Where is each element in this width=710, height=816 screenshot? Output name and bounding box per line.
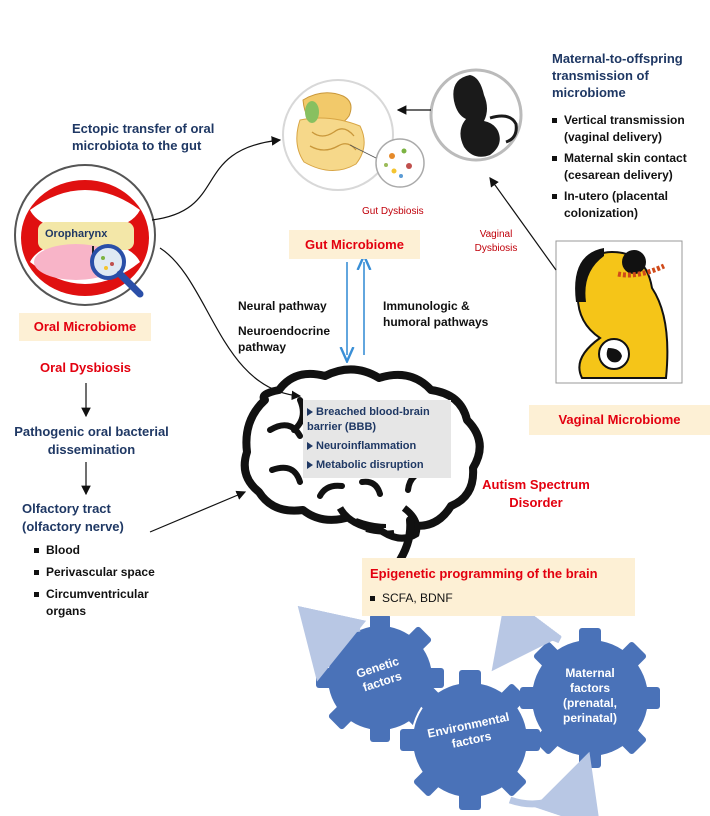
neural-pathway-label: Neural pathway <box>238 299 327 313</box>
gut-microbiome-box: Gut Microbiome <box>289 230 420 259</box>
vaginal-microbiome-box: Vaginal Microbiome <box>529 405 710 435</box>
fetus-illustration <box>429 68 523 162</box>
oropharynx-label: Oropharynx <box>45 228 108 240</box>
neuroendocrine-pathway-label: Neuroendocrine pathway <box>238 324 331 354</box>
ectopic-transfer-label: Ectopic transfer of oral microbiota to t… <box>72 121 215 153</box>
maternal-item: Maternal skin contact (cesarean delivery… <box>552 150 707 184</box>
epigenetic-box: Epigenetic programming of the brain SCFA… <box>362 558 635 616</box>
gear-maternal-label: Maternal factors (prenatal, perinatal) <box>562 666 617 725</box>
epigenetic-list: SCFA, BDNF <box>370 590 453 607</box>
olfactory-item: Circumventricular organs <box>34 586 174 620</box>
pathogenic-dissemination-label: Pathogenic oral bacterial dissemination <box>14 424 169 457</box>
oral-microbiome-box: Oral Microbiome <box>19 313 151 341</box>
gut-illustration <box>282 79 425 191</box>
olfactory-tract-label: Olfactory tract (olfactory nerve) <box>22 501 124 534</box>
maternal-item: Vertical transmission (vaginal delivery) <box>552 112 707 146</box>
gut-dysbiosis-label: Gut Dysbiosis <box>362 206 424 217</box>
gears-group <box>297 594 660 816</box>
maternal-transmission-title: Maternal-to-offspring transmission of mi… <box>552 51 683 100</box>
mouth-illustration <box>14 164 156 306</box>
brain-effect-text: Neuroinflammation <box>316 440 417 452</box>
autism-label: Autism Spectrum Disorder <box>482 477 590 510</box>
brain-effect-item: Neuroinflammation <box>307 439 447 454</box>
gear-cycle-arrow-bottom <box>508 751 601 816</box>
olfactory-routes-list: Blood Perivascular space Circumventricul… <box>34 542 174 620</box>
brain-effect-text: Metabolic disruption <box>316 459 424 471</box>
vaginal-dysbiosis-label: Vaginal Dysbiosis <box>474 229 518 254</box>
epigenetic-title: Epigenetic programming of the brain <box>370 566 598 581</box>
gear-cycle-arrow-left <box>297 605 367 682</box>
maternal-transmission-list: Vertical transmission (vaginal delivery)… <box>552 112 707 222</box>
maternal-item: In-utero (placental colonization) <box>552 188 707 222</box>
brain-effects-box: Breached blood-brain barrier (BBB) Neuro… <box>303 400 451 478</box>
epigenetic-item: SCFA, BDNF <box>370 590 453 607</box>
olfactory-item: Blood <box>34 542 174 559</box>
brain-effect-text: Breached blood-brain barrier (BBB) <box>307 406 430 433</box>
brain-effect-item: Metabolic disruption <box>307 458 447 473</box>
gear-cycle-arrow-top <box>491 594 562 672</box>
oral-dysbiosis-label: Oral Dysbiosis <box>40 360 132 375</box>
ectopic-arrow <box>151 136 282 221</box>
oral-to-brain-arrow <box>159 247 302 401</box>
brain-effect-item: Breached blood-brain barrier (BBB) <box>307 405 447 435</box>
pregnant-woman-illustration <box>555 240 683 384</box>
gear-environmental <box>400 670 540 810</box>
olfactory-item: Perivascular space <box>34 564 174 581</box>
woman-to-fetus-arrow <box>489 177 557 271</box>
immunologic-pathways-label: Immunologic & humoral pathways <box>383 299 489 329</box>
olfactory-to-brain-arrow <box>149 490 247 533</box>
